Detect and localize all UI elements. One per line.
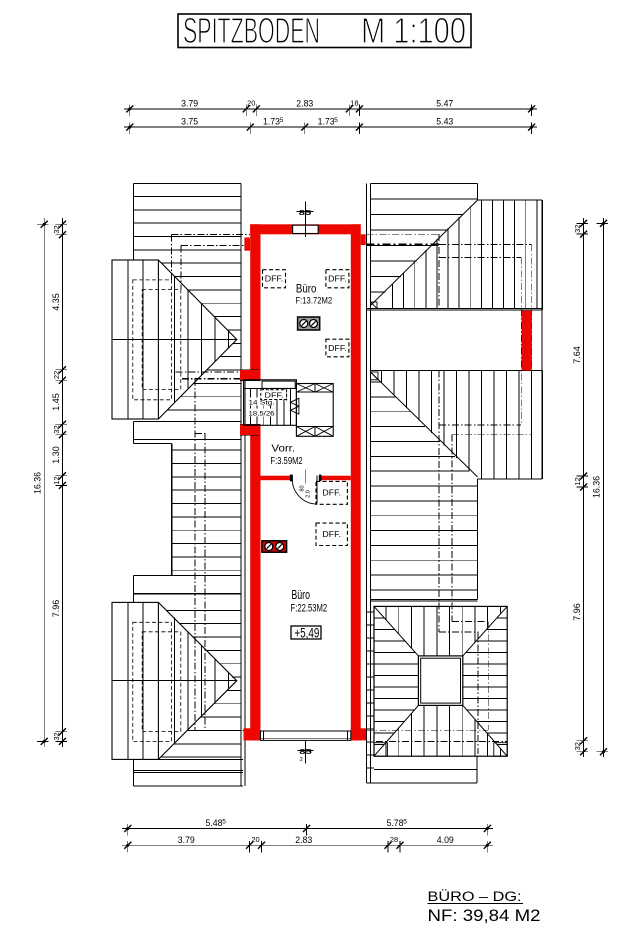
svg-text:1.30: 1.30 — [51, 446, 61, 464]
svg-text:1.45: 1.45 — [51, 393, 61, 411]
svg-text:Büro: Büro — [291, 587, 310, 602]
svg-text:16.36: 16.36 — [592, 476, 602, 498]
svg-text:5.47: 5.47 — [436, 98, 453, 108]
svg-text:F:13.72M2: F:13.72M2 — [296, 296, 333, 306]
svg-text:12: 12 — [573, 477, 582, 485]
svg-text:5.43: 5.43 — [436, 117, 453, 127]
svg-text:Vorr.: Vorr. — [271, 443, 295, 454]
svg-text:F:22.53M2: F:22.53M2 — [291, 603, 328, 615]
svg-text:BÜRO – DG:: BÜRO – DG: — [428, 889, 522, 904]
svg-text:1.73: 1.73 — [318, 117, 335, 127]
svg-text:5.48: 5.48 — [206, 818, 223, 828]
svg-text:5: 5 — [403, 819, 407, 826]
svg-text:3.79: 3.79 — [181, 98, 198, 108]
svg-text:32: 32 — [52, 425, 61, 433]
svg-text:2.83: 2.83 — [296, 98, 313, 108]
svg-text:NF: 39,84 M2: NF: 39,84 M2 — [428, 907, 541, 925]
svg-text:1.73: 1.73 — [263, 117, 280, 127]
svg-text:7.96: 7.96 — [572, 603, 582, 621]
svg-text:32: 32 — [52, 225, 61, 233]
svg-text:3.75: 3.75 — [181, 117, 198, 127]
svg-text:16.36: 16.36 — [33, 472, 43, 494]
svg-text:18,5/26: 18,5/26 — [249, 410, 275, 417]
svg-text:DFF.: DFF. — [265, 391, 284, 400]
svg-text:28: 28 — [390, 835, 398, 844]
svg-text:+5,49: +5,49 — [294, 626, 319, 641]
svg-text:2.83: 2.83 — [295, 835, 312, 845]
svg-text:22: 22 — [52, 371, 61, 379]
svg-text:F:3.59M2: F:3.59M2 — [270, 456, 303, 467]
svg-text:5: 5 — [222, 819, 226, 826]
svg-text:Büro: Büro — [296, 282, 317, 296]
svg-text:85: 85 — [299, 208, 312, 217]
svg-text:14 Stg.: 14 Stg. — [249, 399, 275, 406]
svg-text:85: 85 — [299, 747, 312, 756]
svg-text:32: 32 — [52, 732, 61, 740]
svg-text:SPITZBODEN: SPITZBODEN — [183, 10, 320, 51]
svg-text:5: 5 — [280, 117, 284, 124]
svg-text:32: 32 — [573, 225, 582, 233]
svg-text:4.35: 4.35 — [51, 293, 61, 311]
svg-text:DFF.: DFF. — [328, 343, 347, 353]
svg-text:80: 80 — [300, 485, 306, 491]
svg-text:20: 20 — [251, 835, 259, 844]
svg-text:5: 5 — [334, 117, 338, 124]
svg-text:DFF.: DFF. — [328, 274, 347, 284]
svg-text:5.78: 5.78 — [387, 818, 404, 828]
svg-text:7.96: 7.96 — [51, 600, 61, 618]
svg-text:DFF.: DFF. — [322, 488, 341, 498]
svg-text:M 1:100: M 1:100 — [361, 10, 466, 51]
svg-text:18: 18 — [350, 98, 358, 107]
svg-text:3.79: 3.79 — [178, 835, 195, 845]
svg-text:4.09: 4.09 — [437, 835, 454, 845]
svg-text:2: 2 — [300, 757, 303, 763]
svg-text:DFF.: DFF. — [322, 529, 341, 539]
svg-text:7.64: 7.64 — [572, 346, 582, 364]
svg-text:DFF.: DFF. — [265, 274, 284, 284]
svg-text:12: 12 — [52, 476, 61, 484]
svg-text:20: 20 — [247, 98, 255, 107]
svg-text:32: 32 — [573, 742, 582, 750]
svg-text:2.0: 2.0 — [306, 490, 312, 498]
